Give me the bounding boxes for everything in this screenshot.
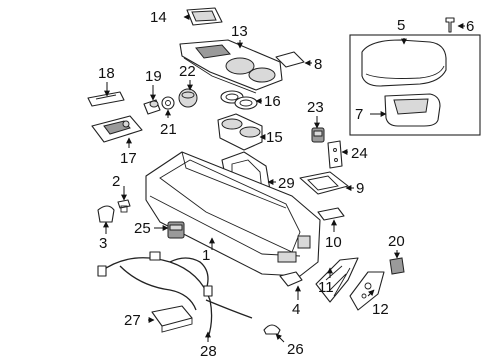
callout-20: 20 <box>388 233 405 250</box>
callout-6: 6 <box>466 18 474 35</box>
part-15-cup-holder-insert[interactable] <box>217 113 263 151</box>
part-3-cap[interactable] <box>97 205 115 223</box>
part-11-side-panel[interactable] <box>315 257 359 303</box>
part-7-armrest-bin[interactable] <box>384 93 441 127</box>
callout-29: 29 <box>278 175 295 192</box>
part-8-trim-pad[interactable] <box>275 51 305 68</box>
part-24-bracket[interactable] <box>327 140 343 169</box>
part-10-clip[interactable] <box>317 207 345 221</box>
part-17-switch-panel[interactable] <box>91 115 143 143</box>
callout-22: 22 <box>179 63 196 80</box>
callout-13: 13 <box>231 23 248 40</box>
callout-11: 11 <box>318 279 334 296</box>
callout-3: 3 <box>99 235 107 252</box>
callout-26: 26 <box>287 341 304 358</box>
callout-7: 7 <box>355 106 363 123</box>
part-21-washer[interactable] <box>161 96 175 110</box>
callout-14: 14 <box>150 9 167 26</box>
part-28-wire-harness[interactable] <box>97 251 253 339</box>
part-2-screw[interactable] <box>117 199 131 213</box>
callout-10: 10 <box>325 234 342 251</box>
callout-5: 5 <box>397 17 405 34</box>
callout-21: 21 <box>160 121 177 138</box>
part-6-screw[interactable] <box>445 17 455 33</box>
callout-19: 19 <box>145 68 162 85</box>
callout-27: 27 <box>124 312 141 329</box>
part-1-console-body[interactable] <box>145 151 321 277</box>
callout-24: 24 <box>351 145 368 162</box>
part-20-cap[interactable] <box>389 257 405 275</box>
callout-labels: 1 2 3 4 5 6 7 8 9 10 11 12 13 14 15 16 1… <box>98 9 474 360</box>
callout-1: 1 <box>202 247 210 264</box>
part-23-switch[interactable] <box>311 127 325 143</box>
part-26-cap[interactable] <box>263 324 281 335</box>
part-19-power-socket[interactable] <box>143 99 161 115</box>
part-16-cup-holder-ring[interactable] <box>220 90 258 110</box>
callout-16: 16 <box>264 93 281 110</box>
part-14-small-tray[interactable] <box>186 7 223 26</box>
part-27-module[interactable] <box>151 305 193 333</box>
callout-28: 28 <box>200 343 217 360</box>
callout-8: 8 <box>314 56 322 73</box>
part-4-bracket[interactable] <box>279 271 303 287</box>
callout-12: 12 <box>372 301 389 318</box>
part-18-switch-bezel[interactable] <box>87 91 125 107</box>
part-22-knob[interactable] <box>178 88 198 108</box>
part-12-side-panel-right[interactable] <box>349 271 385 311</box>
leader-lines <box>103 14 465 343</box>
callout-18: 18 <box>98 65 115 82</box>
part-9-side-trim[interactable] <box>299 171 349 195</box>
callout-25: 25 <box>134 220 151 237</box>
callout-2: 2 <box>112 173 120 190</box>
callout-4: 4 <box>292 301 300 318</box>
callout-17: 17 <box>120 150 137 167</box>
callout-23: 23 <box>307 99 324 116</box>
part-5-armrest-lid[interactable] <box>361 39 447 87</box>
callout-15: 15 <box>266 129 283 146</box>
part-13-top-console-panel[interactable] <box>179 39 283 94</box>
part-25-clip[interactable] <box>167 221 185 239</box>
callout-9: 9 <box>356 180 364 197</box>
